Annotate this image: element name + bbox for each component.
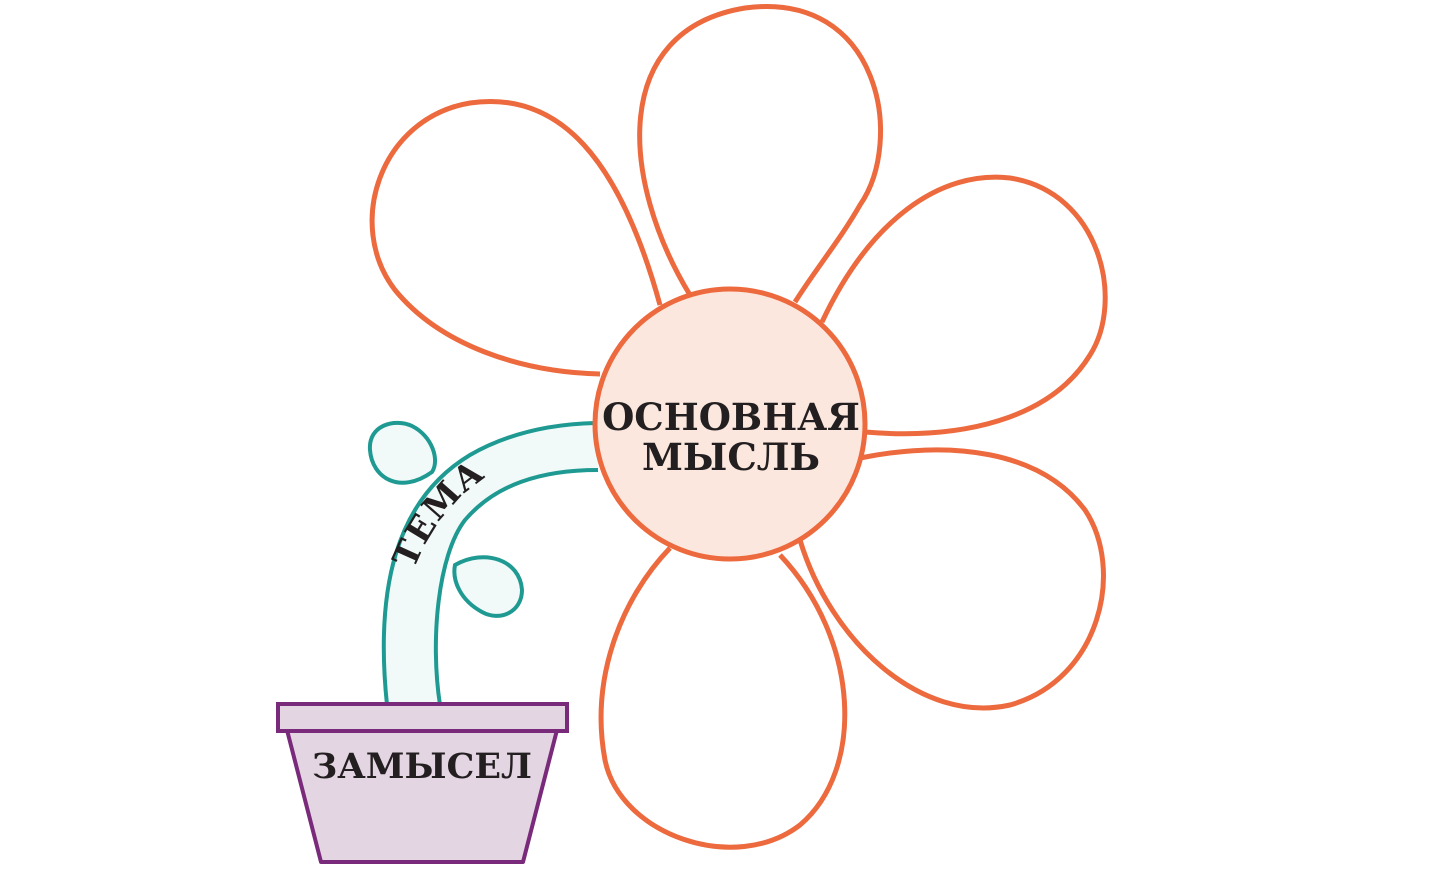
petals [369, 4, 1108, 850]
stem-body [383, 423, 598, 705]
leaf-upper [367, 420, 438, 485]
petal-bottom [598, 546, 848, 850]
petal-top-left [369, 99, 663, 377]
pot-label: ЗАМЫСЕЛ [312, 746, 532, 787]
center-circle [592, 286, 868, 562]
petal-top [637, 4, 884, 304]
stem: ТЕМА [367, 420, 599, 706]
stem-inner-edge [433, 468, 599, 706]
center-label-line1: ОСНОВНАЯ [602, 395, 860, 439]
flower-center: ОСНОВНАЯ МЫСЛЬ [592, 286, 868, 562]
stem-outer-edge [381, 421, 596, 706]
pot-rim [276, 702, 569, 733]
pot: ЗАМЫСЕЛ [276, 702, 569, 864]
center-label-line2: МЫСЛЬ [642, 435, 820, 479]
petal-top-right [819, 174, 1108, 437]
petal-bottom-right [797, 447, 1106, 711]
leaf-lower [452, 555, 525, 618]
